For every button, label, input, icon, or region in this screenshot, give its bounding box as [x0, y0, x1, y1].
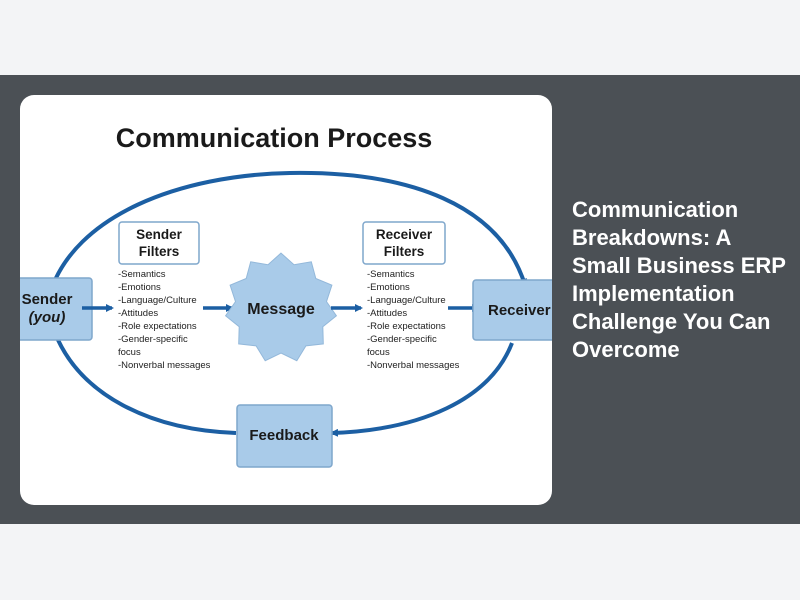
filter-item: focus	[367, 347, 390, 358]
diagram-card: Communication Process Sender (you) Sende…	[20, 95, 552, 505]
filter-item: -Semantics	[118, 269, 166, 280]
filter-item: -Role expectations	[367, 321, 446, 332]
receiver-filters-box	[362, 221, 446, 265]
filter-item: focus	[118, 347, 141, 358]
sender-to-receiver-loop-arrow	[48, 170, 528, 294]
diagram-title: Communication Process	[116, 123, 433, 153]
sender-filters-title: Sender	[136, 227, 183, 242]
sender-you-label: (you)	[29, 309, 66, 326]
filter-item: -Emotions	[118, 282, 161, 293]
filter-item: -Gender-specific	[118, 334, 188, 345]
receiver-box	[472, 279, 552, 341]
receiver-filters-list: -Semantics -Emotions -Language/Culture -…	[367, 269, 460, 371]
feedback-label: Feedback	[249, 427, 319, 444]
filter-item: -Language/Culture	[118, 295, 197, 306]
filter-item: -Language/Culture	[367, 295, 446, 306]
filter-item: -Role expectations	[118, 321, 197, 332]
filter-item: -Emotions	[367, 282, 410, 293]
sender-label: Sender	[22, 291, 73, 308]
filter-item: -Gender-specific	[367, 334, 437, 345]
message-label: Message	[247, 301, 315, 318]
filter-item: -Attitudes	[367, 308, 407, 319]
filter-item: -Nonverbal messages	[367, 360, 460, 371]
feedback-to-sender-arrow	[53, 331, 237, 435]
receiver-label: Receiver	[488, 302, 551, 319]
communication-process-diagram: Communication Process Sender (you) Sende…	[20, 123, 552, 468]
filter-item: -Attitudes	[118, 308, 158, 319]
filter-item: -Nonverbal messages	[118, 360, 211, 371]
article-headline[interactable]: Communication Breakdowns: A Small Busine…	[572, 197, 786, 362]
receiver-filters-title: Receiver	[376, 227, 433, 242]
message-starburst	[224, 252, 338, 362]
receiver-filters-title-line2: Filters	[384, 244, 425, 259]
sender-filters-title-line2: Filters	[139, 244, 180, 259]
filter-item: -Semantics	[367, 269, 415, 280]
feedback-box	[236, 404, 333, 468]
receiver-to-feedback-arrow	[330, 342, 514, 437]
sender-filters-list: -Semantics -Emotions -Language/Culture -…	[118, 269, 211, 371]
sender-filters-box	[118, 221, 200, 265]
